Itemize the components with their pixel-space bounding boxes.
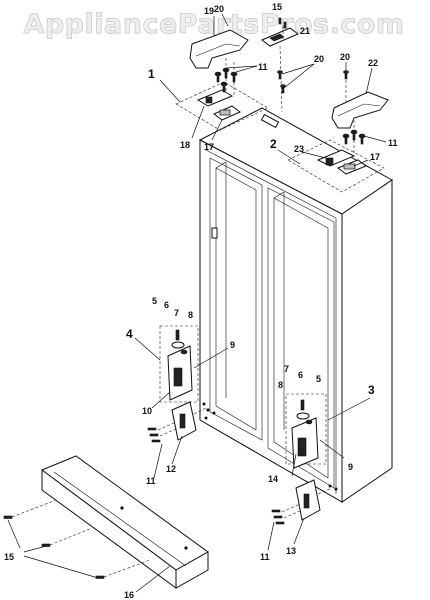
callout-6: 6 — [298, 370, 303, 380]
callout-9: 9 — [348, 462, 353, 472]
callout-labels: 19 20 15 21 11 20 20 22 1 18 17 11 2 23 … — [4, 2, 398, 600]
kick-plate — [3, 455, 209, 589]
callout-11: 11 — [260, 552, 270, 562]
left-lower-hinge-assembly — [147, 325, 210, 443]
callout-17: 17 — [204, 142, 214, 152]
callout-13: 13 — [286, 546, 296, 556]
callout-8: 8 — [188, 310, 193, 320]
callout-21: 21 — [300, 26, 310, 36]
refrigerator-cabinet — [198, 107, 393, 503]
callout-19: 19 — [204, 6, 214, 16]
top-left-hinge-assembly — [175, 17, 299, 131]
callout-5: 5 — [152, 296, 157, 306]
callout-20: 20 — [340, 52, 350, 62]
callout-6: 6 — [164, 300, 169, 310]
right-lower-hinge-assembly — [271, 393, 333, 525]
callout-20: 20 — [314, 54, 324, 64]
callout-9: 9 — [230, 340, 235, 350]
leader-lines — [7, 13, 387, 593]
callout-22: 22 — [368, 58, 378, 68]
callout-4: 4 — [126, 327, 133, 341]
callout-11: 11 — [388, 138, 398, 148]
callout-1: 1 — [148, 67, 155, 81]
callout-10: 10 — [142, 406, 152, 416]
callout-11: 11 — [258, 62, 268, 72]
callout-17: 17 — [370, 152, 380, 162]
top-right-hinge-assembly — [316, 70, 389, 175]
callout-11: 11 — [146, 476, 156, 486]
callout-16: 16 — [124, 590, 134, 600]
callout-8: 8 — [278, 380, 283, 390]
callout-12: 12 — [166, 464, 176, 474]
callout-7: 7 — [284, 364, 289, 374]
callout-15: 15 — [4, 552, 14, 562]
callout-5: 5 — [316, 374, 321, 384]
callout-14: 14 — [268, 474, 278, 484]
callout-18: 18 — [180, 140, 190, 150]
callout-2: 2 — [270, 137, 277, 151]
callout-20: 20 — [214, 4, 224, 14]
callout-7: 7 — [174, 308, 179, 318]
callout-3: 3 — [368, 383, 375, 397]
callout-15: 15 — [272, 2, 282, 12]
callout-23: 23 — [294, 144, 304, 154]
